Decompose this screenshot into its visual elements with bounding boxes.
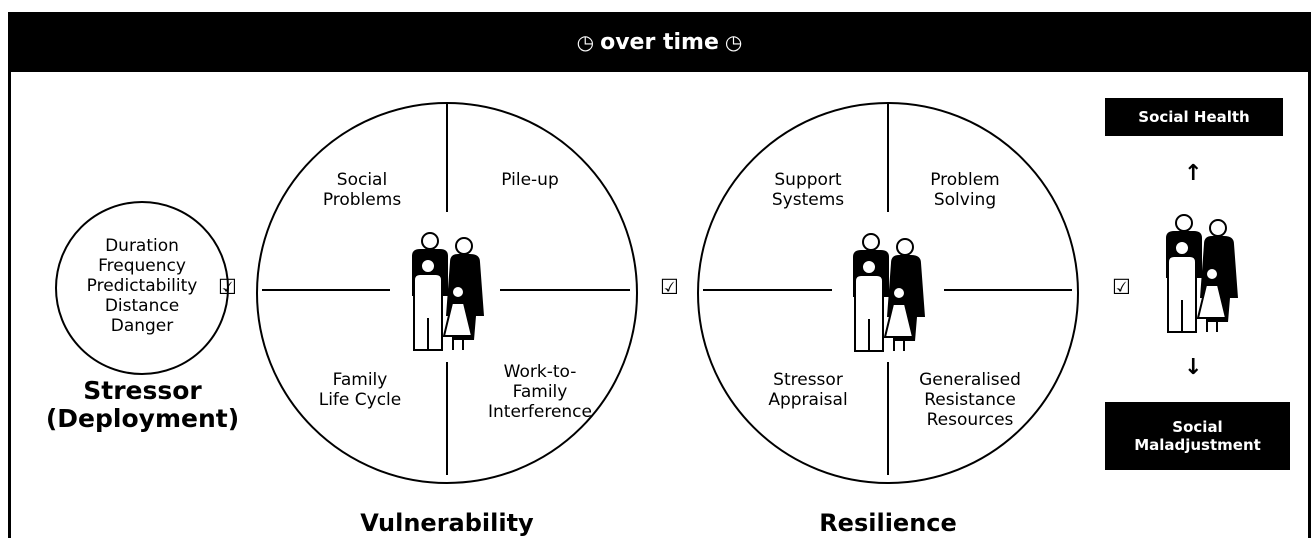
over-time-banner: ◷ over time ◷ bbox=[8, 12, 1311, 72]
clock-icon: ◷ bbox=[724, 30, 743, 54]
checkbox-icon: ☑ bbox=[660, 275, 679, 299]
support-systems-label: Support Systems bbox=[771, 170, 845, 210]
work-to-family-interference-label: Work-to- Family Interference bbox=[487, 362, 592, 422]
diagram-frame bbox=[8, 12, 1311, 538]
family-life-cycle-label: Family Life Cycle bbox=[318, 370, 402, 410]
stressor-title: Stressor bbox=[83, 376, 202, 405]
stressor-duration: Duration bbox=[105, 236, 179, 256]
family-icon bbox=[1165, 214, 1239, 333]
banner-text: over time bbox=[600, 29, 719, 55]
stressor-circle bbox=[55, 201, 229, 375]
checkbox-icon: ☑ bbox=[1112, 275, 1131, 299]
stressor-danger: Danger bbox=[110, 316, 174, 336]
social-health-box: Social Health bbox=[1105, 98, 1283, 136]
problem-solving-label: Problem Solving bbox=[930, 170, 1000, 210]
social-problems-label: Social Problems bbox=[322, 170, 402, 210]
family-icon bbox=[852, 233, 926, 352]
arrow-down-icon: ↓ bbox=[1184, 355, 1203, 380]
resilience-title: Resilience bbox=[819, 509, 957, 537]
arrow-up-icon: ↑ bbox=[1184, 161, 1203, 186]
stressor-appraisal-label: Stressor Appraisal bbox=[768, 370, 848, 410]
pile-up-label: Pile-up bbox=[501, 170, 559, 190]
family-icon bbox=[411, 232, 485, 351]
clock-icon: ◷ bbox=[576, 30, 595, 54]
stressor-predictability: Predictability bbox=[86, 276, 198, 296]
generalised-resistance-resources-label: Generalised Resistance Resources bbox=[919, 370, 1021, 430]
social-maladjustment-box: Social Maladjustment bbox=[1105, 402, 1290, 470]
checkbox-icon: ☑ bbox=[218, 275, 237, 299]
stressor-frequency: Frequency bbox=[98, 256, 186, 276]
stressor-subtitle: (Deployment) bbox=[45, 404, 240, 433]
vulnerability-title: Vulnerability bbox=[360, 509, 534, 537]
stressor-distance: Distance bbox=[104, 296, 180, 316]
